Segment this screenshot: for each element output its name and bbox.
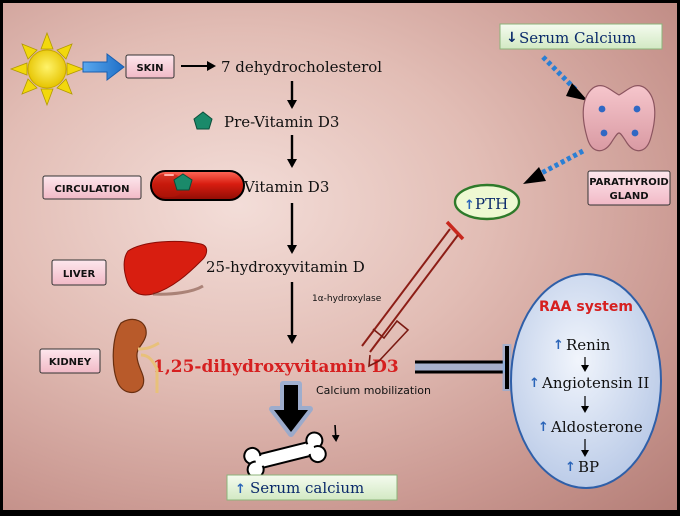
renin-text: Renin [566, 336, 611, 354]
parathyroid-label-line2: GLAND [610, 191, 649, 202]
vitamin-d3-text: Vitamin D3 [243, 178, 329, 196]
sunlight-arrow [82, 52, 125, 82]
liver-icon [123, 240, 208, 296]
angiotensin-text: Angiotensin II [541, 374, 649, 392]
kidney-label: KIDNEY [39, 348, 101, 374]
circulation-label-text: CIRCULATION [55, 184, 130, 195]
kidney-label-text: KIDNEY [49, 357, 92, 368]
pre-vitamin-d3-text: Pre-Vitamin D3 [224, 113, 339, 131]
liver-label-text: LIVER [63, 269, 96, 280]
parathyroid-label: PARATHYROID GLAND [587, 170, 671, 206]
liver-label: LIVER [51, 259, 107, 286]
raa-inhibition-line [415, 344, 512, 391]
serum-calcium-bottom-text: Serum calcium [250, 479, 364, 497]
parathyroid-label-line1: PARATHYROID [589, 177, 668, 188]
dehydrocholesterol-text: 7 dehydrocholesterol [221, 58, 382, 76]
pentagon-icon [193, 111, 213, 130]
up-arrow-icon: ↑ [235, 482, 246, 497]
pth-up-arrow-icon: ↑ [464, 198, 475, 213]
raa-title: RAA system [539, 299, 633, 315]
sun-icon [9, 31, 85, 107]
blood-vessel-icon [150, 170, 245, 201]
calcium-to-parathyroid-arrow [541, 55, 588, 101]
active-vitamin-d-text: 1,25-dihydroxyvitamin D3 [153, 357, 399, 377]
parathyroid-to-pth-arrow [523, 148, 585, 184]
serum-calcium-top-text: Serum Calcium [519, 29, 636, 47]
bp-up-icon: ↑ [565, 460, 576, 475]
bone-icon [243, 431, 327, 479]
aldosterone-text: Aldosterone [550, 418, 643, 436]
bone-small-arrow [331, 424, 340, 442]
pth-oval: ↑ PTH [453, 183, 521, 221]
parathyroid-gland-icon [582, 84, 656, 152]
to-serum-calcium-arrow [269, 381, 313, 437]
vitamin-d-pathway-diagram: SKIN CIRCULATION LIVER KIDNEY 7 dehydroc… [9, 23, 671, 501]
aldosterone-up-icon: ↑ [538, 420, 549, 435]
kidney-icon [112, 318, 160, 394]
serum-calcium-increase-box: ↑ Serum calcium [226, 474, 398, 501]
bp-text: BP [578, 458, 599, 476]
pth-inhibition-line [361, 220, 465, 368]
circulation-label: CIRCULATION [42, 175, 142, 200]
renin-up-icon: ↑ [553, 338, 564, 353]
skin-label-text: SKIN [136, 63, 163, 74]
calcium-mobilization-text: Calcium mobilization [316, 384, 431, 397]
raa-system-oval: RAA system ↑ Renin ↑ Angiotensin II ↑ Al… [510, 273, 662, 489]
pth-text: PTH [475, 195, 508, 213]
enzyme-text: 1α-hydroxylase [312, 294, 382, 304]
hydroxyvitamin-d-text: 25-hydroxyvitamin D [206, 258, 365, 276]
skin-label: SKIN [125, 54, 175, 79]
angiotensin-up-icon: ↑ [529, 376, 540, 391]
serum-calcium-decrease-box: ↓ Serum Calcium [499, 23, 663, 50]
down-arrow-icon: ↓ [506, 30, 518, 46]
